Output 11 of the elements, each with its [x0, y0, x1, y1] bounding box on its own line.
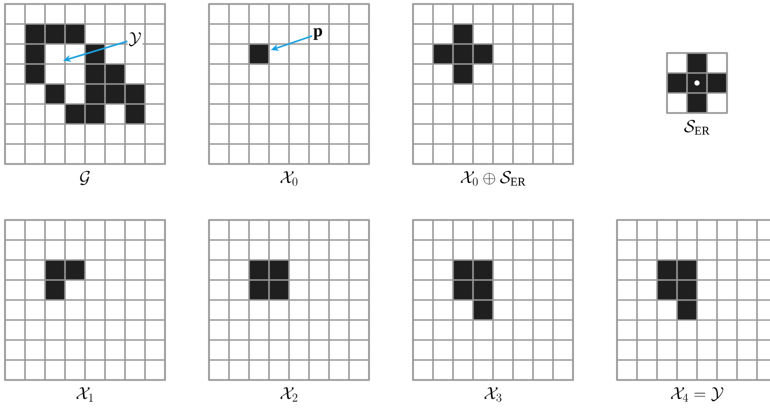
grid-caption: $\mathcal{X}_0$: [280, 171, 298, 186]
grid-caption: $\mathcal{X}_2$: [280, 387, 298, 402]
pointer-label: $\mathbf{p}$: [312, 27, 324, 41]
grid-caption: $\mathcal{X}_3$: [484, 387, 502, 402]
grid-caption: $\mathcal{X}_4 = \mathcal{Y}$: [671, 387, 724, 402]
grid-caption: $\mathcal{S}_{\mathrm{ER}}$: [684, 120, 710, 135]
grid-caption: $\mathcal{X}_1$: [76, 387, 93, 402]
grid-caption: $\mathcal{X}_0 \oplus \mathcal{S}_{\mathrm{ER}}$: [460, 170, 526, 186]
pointer-label: $\mathcal{Y}$: [128, 31, 142, 47]
pixel: [248, 43, 270, 65]
grid-caption: $\mathcal{G}$: [80, 170, 90, 186]
